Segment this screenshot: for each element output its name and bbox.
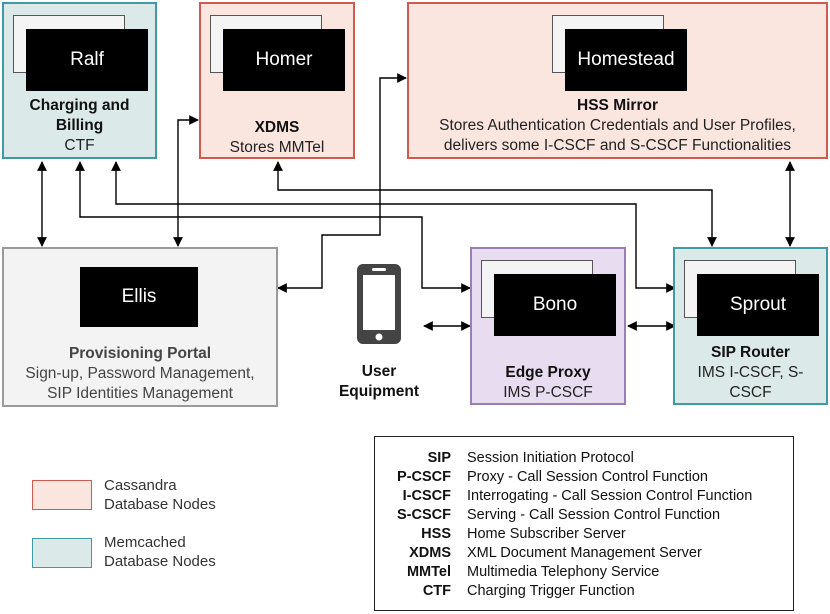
- wire-homer-sprout: [273, 161, 717, 247]
- homestead-subtitle-2: delivers some I-CSCF and S-CSCF Function…: [443, 137, 792, 154]
- cassandra-swatch: [32, 480, 92, 510]
- ralf-title-2: Billing: [55, 117, 104, 134]
- bono-title: Edge Proxy: [505, 364, 591, 381]
- ralf-title-1: Charging and: [29, 97, 130, 114]
- sprout-subtitle-1: IMS I-CSCF, S-: [697, 364, 804, 381]
- ellis-label: Ellis: [80, 267, 198, 327]
- user-equipment-label: User Equipment: [338, 363, 420, 400]
- homestead-label: Homestead: [565, 29, 687, 91]
- memcached-swatch: [32, 538, 92, 568]
- sprout-label: Sprout: [697, 274, 819, 336]
- sprout-title: SIP Router: [711, 344, 790, 361]
- homestead-title: HSS Mirror: [577, 97, 658, 114]
- cassandra-legend-label: Cassandra Database Nodes: [104, 477, 216, 513]
- wire-ellis-homer: [173, 115, 199, 247]
- ralf-label: Ralf: [26, 29, 148, 91]
- memcached-legend-label: Memcached Database Nodes: [104, 534, 216, 570]
- homer-title: XDMS: [254, 119, 300, 136]
- sprout-subtitle-2: CSCF: [729, 384, 772, 401]
- ellis-subtitle-2: SIP Identities Management: [47, 385, 233, 402]
- homestead-node: Homestead HSS Mirror Stores Authenticati…: [407, 2, 828, 159]
- ralf-subtitle: CTF: [64, 137, 95, 154]
- bono-node: Bono Edge Proxy IMS P-CSCF: [470, 247, 626, 405]
- smartphone-icon: [357, 264, 401, 344]
- ellis-node: Ellis Provisioning Portal Sign-up, Passw…: [2, 247, 278, 407]
- ellis-subtitle-1: Sign-up, Password Management,: [25, 365, 255, 382]
- homestead-subtitle-1: Stores Authentication Credentials and Us…: [439, 117, 796, 134]
- bono-label: Bono: [494, 274, 616, 336]
- ellis-title: Provisioning Portal: [68, 345, 212, 362]
- bono-subtitle: IMS P-CSCF: [503, 384, 593, 401]
- homer-node: Homer XDMS Stores MMTel: [199, 2, 355, 159]
- homer-subtitle: Stores MMTel: [229, 139, 325, 156]
- homer-label: Homer: [223, 29, 345, 91]
- ralf-node: Ralf Charging and Billing CTF: [2, 2, 157, 159]
- sprout-node: Sprout SIP Router IMS I-CSCF, S- CSCF: [673, 247, 828, 405]
